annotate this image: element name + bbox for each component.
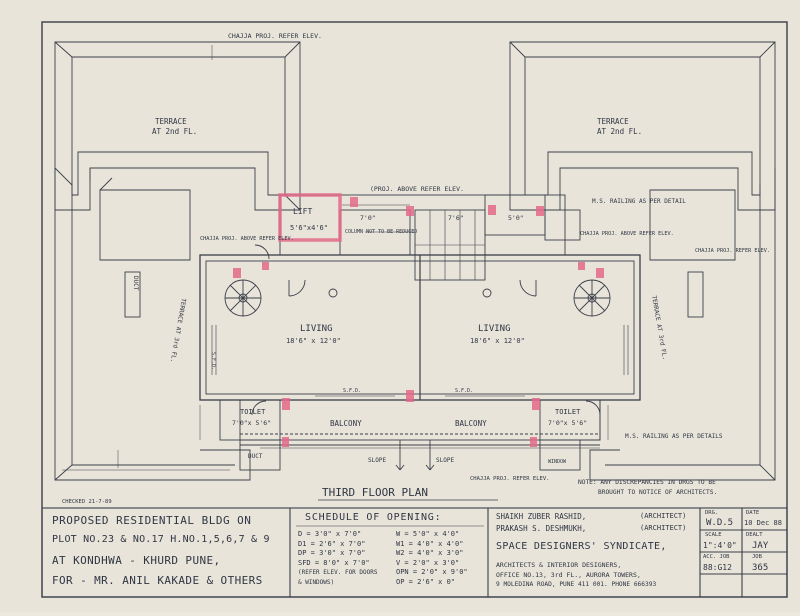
label-column-note: COLUMN NOT TO BE REDUCED <box>345 229 417 235</box>
label-duct-left: DUCT <box>132 276 139 291</box>
architect-2: PRAKASH S. DESHMUKH, <box>496 524 587 533</box>
drawing-title: THIRD FLOOR PLAN <box>322 486 428 499</box>
schedule-item: (REFER ELEV. FOR DOORS <box>298 569 378 577</box>
acc-value: 88:G12 <box>703 563 732 572</box>
project-line-1: PROPOSED RESIDENTIAL BLDG ON <box>52 514 252 527</box>
firm-name: SPACE DESIGNERS' SYNDICATE, <box>496 541 667 552</box>
label-terrace-right-floor: AT 2nd FL. <box>597 127 642 136</box>
project-line-4: FOR - MR. ANIL KAKADE & OTHERS <box>52 574 263 587</box>
label-slope-right: SLOPE <box>436 457 454 464</box>
label-toilet-left: TOILET <box>240 408 266 416</box>
schedule-item: DP = 3'0" x 7'0" <box>298 549 366 558</box>
dealt-label: DEALT <box>746 532 763 538</box>
dealt-value: JAY <box>752 541 769 551</box>
firm-line-2: OFFICE NO.13, 3rd FL., AURORA TOWERS, <box>496 571 641 579</box>
schedule-item: OP = 2'6" x 0" <box>396 577 456 586</box>
label-living-right-size: 18'6" x 12'0" <box>470 337 525 345</box>
label-window: WINDOW <box>548 459 567 465</box>
label-living-right: LIVING <box>478 324 511 334</box>
schedule-item: W1 = 4'0" x 4'0" <box>396 539 464 548</box>
label-dim-5-0: 5'0" <box>508 214 524 222</box>
schedule-left: D = 3'0" x 7'0" D1 = 2'6" x 7'0" DP = 3'… <box>298 530 390 588</box>
schedule-item: D = 3'0" x 7'0" <box>298 530 362 538</box>
label-ms-railing-bottom: M.S. RAILING AS PER DETAILS <box>625 433 723 440</box>
label-terrace-right: TERRACE <box>597 117 629 126</box>
label-chajja-far-right: CHAJJA PROJ. REFER ELEV. <box>695 248 770 254</box>
label-lift-size: 5'6"x4'6" <box>290 224 328 232</box>
date-value: 10 Dec 88 <box>744 519 782 527</box>
terrace-2nd-left-outline <box>54 41 301 211</box>
schedule-item: OPN = 2'0" x 9'0" <box>396 568 468 577</box>
label-terrace-left-floor: AT 2nd FL. <box>152 127 197 136</box>
label-balcony-left: BALCONY <box>330 419 362 428</box>
schedule-item: & WINDOWS) <box>298 578 335 586</box>
schedule-right: W = 5'0" x 4'0" W1 = 4'0" x 4'0" W2 = 4'… <box>396 530 486 588</box>
schedule-item: V = 2'0" x 3'0" <box>396 558 460 567</box>
schedule-item: D1 = 2'6" x 7'0" <box>298 539 366 548</box>
label-chajja-right: CHAJJA PROJ. ABOVE REFER ELEV. <box>580 231 674 237</box>
label-discrepancy-1: NOTE: ANY DISCREPANCIES IN DRGS TO BE <box>578 479 716 486</box>
label-toilet-left-size: 7'0"x 5'6" <box>232 419 271 427</box>
label-toilet-right: TOILET <box>555 408 581 416</box>
firm-line-3: 9 MOLEDINA ROAD, PUNE 411 001. PHONE 666… <box>496 581 657 588</box>
dwg-label: DRG. <box>705 510 719 516</box>
lift-pink-outline <box>278 193 342 242</box>
schedule-title: SCHEDULE OF OPENING: <box>305 512 442 523</box>
label-sfd-center-left: S.F.D. <box>343 388 361 394</box>
label-terrace-left: TERRACE <box>155 117 187 126</box>
firm-line-1: ARCHITECTS & INTERIOR DESIGNERS, <box>496 561 622 569</box>
job-value: 365 <box>752 563 769 573</box>
label-ms-railing-top: M.S. RAILING AS PER DETAIL <box>592 198 686 205</box>
schedule-item: W = 5'0" x 4'0" <box>396 530 460 538</box>
scale-label: SCALE <box>705 532 722 538</box>
label-living-left: LIVING <box>300 324 333 334</box>
label-dim-7-6: 7'6" <box>448 214 464 222</box>
label-slope-left: SLOPE <box>368 457 386 464</box>
label-balcony-right: BALCONY <box>455 419 487 428</box>
label-chajja-left: CHAJJA PROJ. ABOVE REFER ELEV. <box>200 236 294 242</box>
label-proj-above: (PROJ. ABOVE REFER ELEV. <box>370 185 464 193</box>
architect-1: SHAIKH ZUBER RASHID, <box>496 512 587 521</box>
schedule-item: W2 = 4'0" x 3'0" <box>396 549 464 558</box>
project-line-3: AT KONDHWA - KHURD PUNE, <box>52 554 221 567</box>
date-label: DATE <box>746 510 760 516</box>
label-sfd-center-right: S.F.D. <box>455 388 473 394</box>
label-duct-bottom: DUCT <box>248 453 263 460</box>
job-label: JOB <box>752 554 762 560</box>
label-chajja-bottom: CHAJJA PROJ. REFER ELEV. <box>470 476 549 482</box>
label-sfd-left: S.F.D. <box>210 352 216 370</box>
label-lift: LIFT <box>293 207 312 216</box>
acc-label: ACC. JOB <box>703 554 730 560</box>
label-toilet-right-size: 7'0"x 5'6" <box>548 419 587 427</box>
project-line-2: PLOT NO.23 & NO.17 H.NO.1,5,6,7 & 9 <box>52 534 270 545</box>
label-checked: CHECKED 21-7-89 <box>62 499 112 505</box>
architect-1-role: (ARCHITECT) <box>640 512 687 520</box>
scale-value: 1":4'0" <box>703 541 737 550</box>
label-living-left-size: 18'6" x 12'0" <box>286 337 341 345</box>
label-chajja-top: CHAJJA PROJ. REFER ELEV. <box>228 32 322 40</box>
terrace-2nd-right-outline <box>509 41 776 211</box>
schedule-item: SFD = 8'0" x 7'0" <box>298 558 370 567</box>
label-dim-7-0: 7'0" <box>360 214 376 222</box>
label-discrepancy-2: BROUGHT TO NOTICE OF ARCHITECTS. <box>598 489 717 496</box>
architect-2-role: (ARCHITECT) <box>640 524 687 532</box>
dwg-value: W.D.5 <box>706 518 734 528</box>
